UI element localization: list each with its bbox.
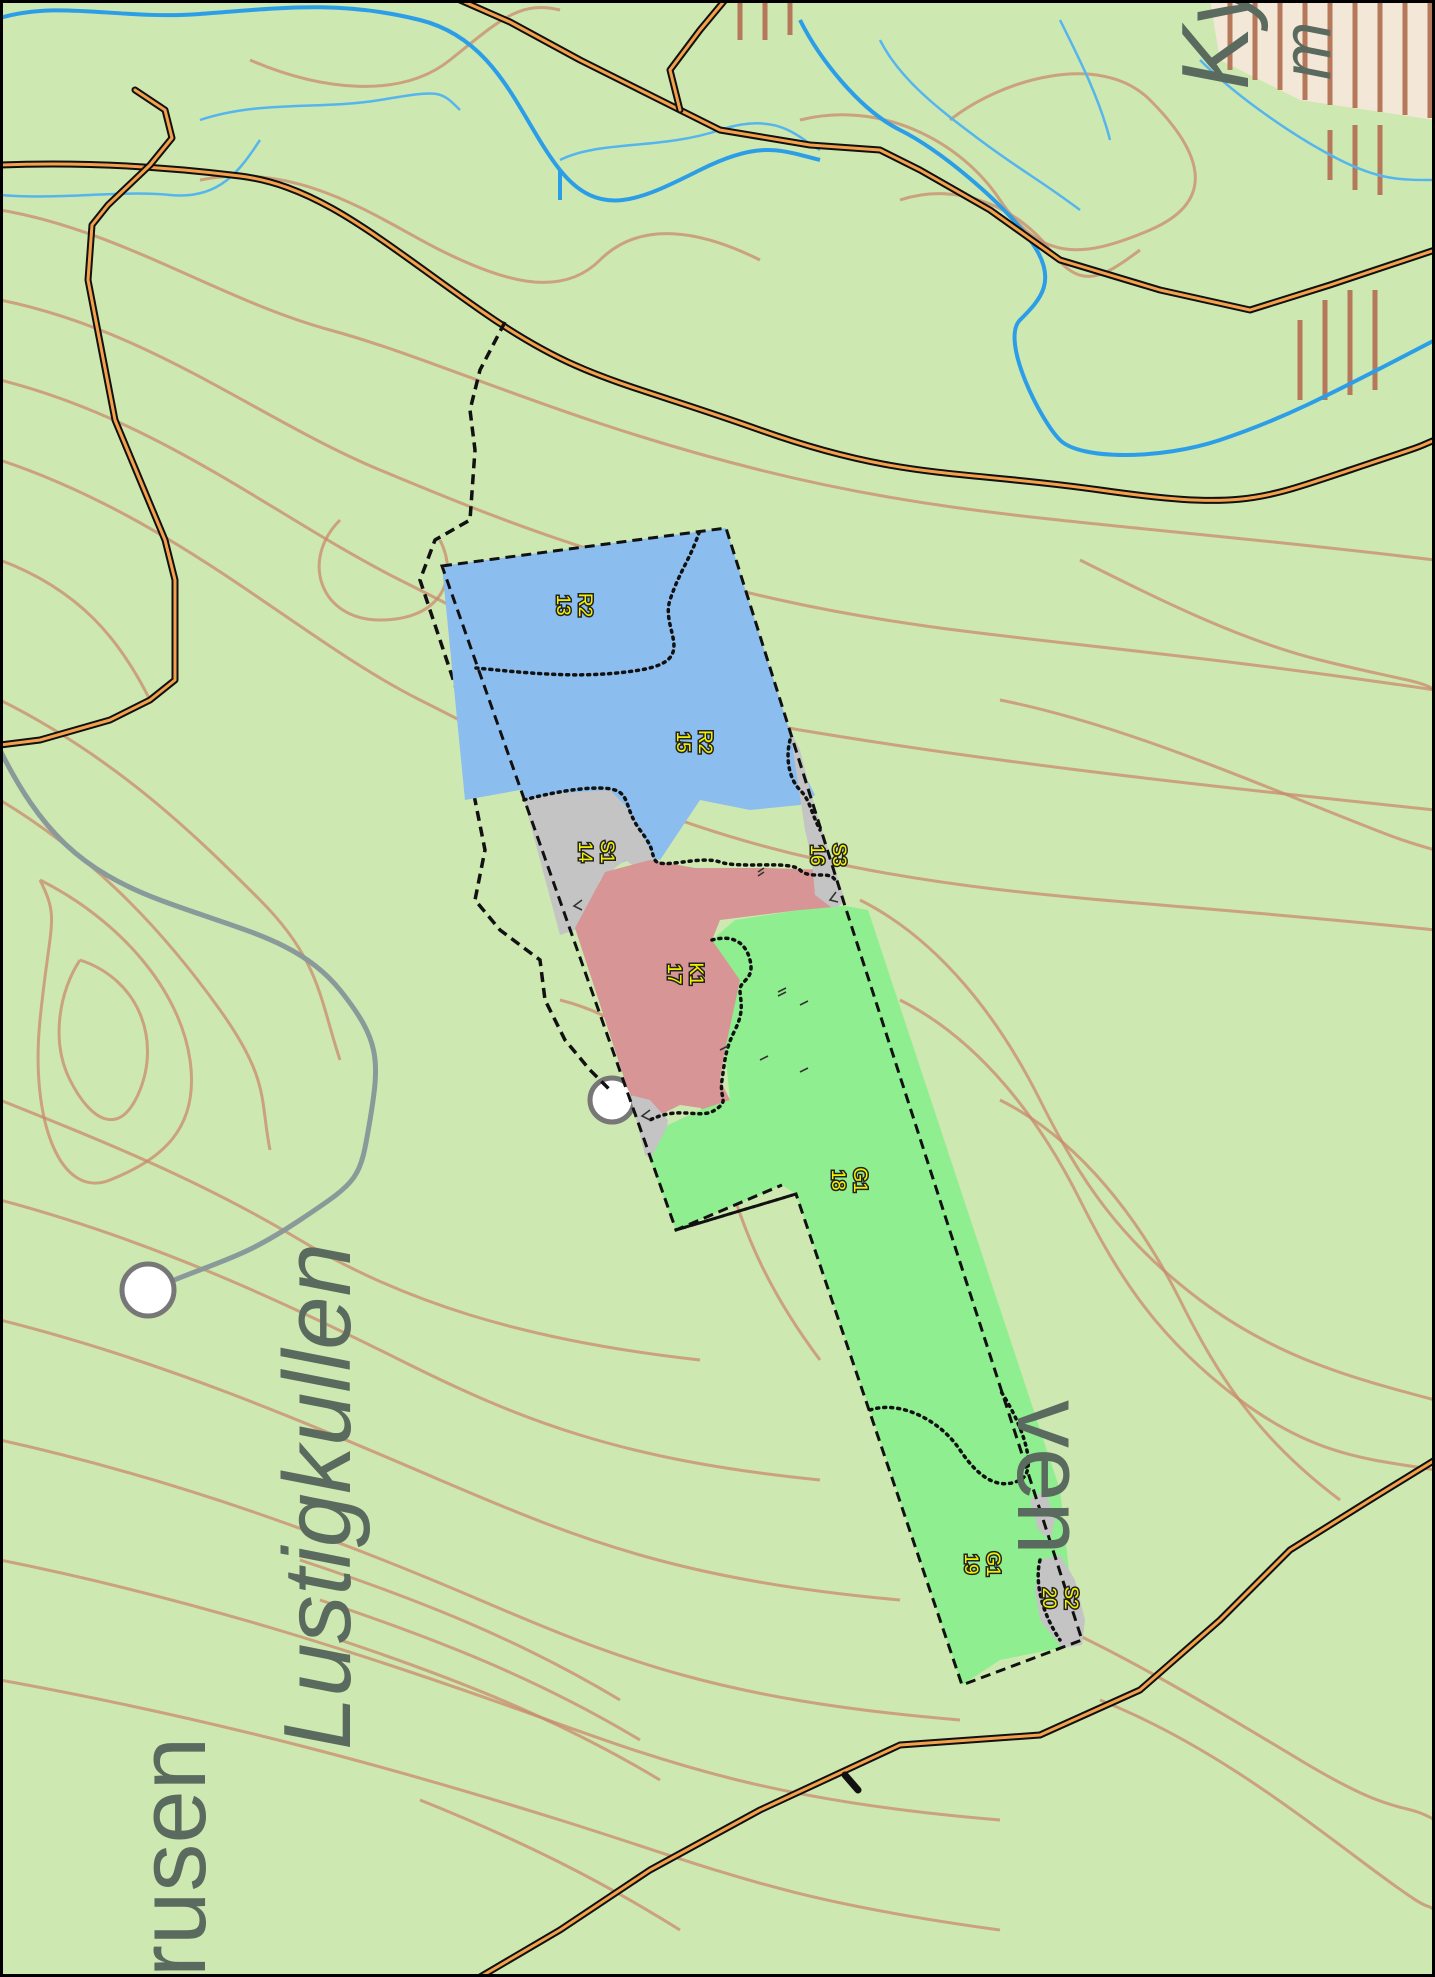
stand-13-15[interactable] bbox=[442, 528, 815, 870]
stand-18-id: 18 bbox=[827, 1169, 848, 1190]
stand-20-code: S2 bbox=[1060, 1586, 1081, 1609]
sub-border bbox=[474, 528, 702, 677]
stand-17-id: 17 bbox=[663, 963, 684, 984]
place-name-lustigkullen: Lustigkullen bbox=[264, 1243, 371, 1750]
hatched-area bbox=[737, 0, 1435, 400]
stand-14-code: S1 bbox=[596, 840, 617, 863]
place-names: Lustigkullen rusen ven Ky m bbox=[119, 0, 1345, 1977]
stand-15-code: R2 bbox=[694, 730, 715, 754]
point-marker[interactable] bbox=[119, 1261, 177, 1319]
parcel-border bbox=[439, 526, 1084, 1687]
stand-14-id: 14 bbox=[574, 841, 595, 863]
grey-path bbox=[0, 748, 379, 1293]
stand-20-id: 20 bbox=[1038, 1587, 1059, 1608]
place-name-ven: ven bbox=[997, 1400, 1104, 1555]
stand-16-id: 16 bbox=[806, 844, 827, 865]
place-name-rusen: rusen bbox=[119, 1737, 226, 1977]
stand-13-code: R2 bbox=[574, 593, 595, 617]
stand-20[interactable] bbox=[1035, 1555, 1085, 1648]
access-trail bbox=[418, 321, 612, 1092]
stand-17-code: K1 bbox=[685, 962, 706, 985]
stand-18-code: G1 bbox=[849, 1167, 870, 1192]
place-name-top-right: Ky bbox=[1162, 0, 1269, 90]
stand-17[interactable] bbox=[575, 860, 832, 1120]
marsh-symbols bbox=[572, 867, 839, 1121]
stand-labels: 13 R2 15 R2 14 S1 16 S3 17 K1 18 G1 19 G… bbox=[551, 591, 1083, 1611]
place-name-top-right-2: m bbox=[1267, 22, 1345, 80]
stand-18-19[interactable] bbox=[650, 906, 1082, 1685]
stand-19-id: 19 bbox=[960, 1553, 981, 1574]
stand-14[interactable] bbox=[524, 790, 655, 935]
stand-grey-edge[interactable] bbox=[1030, 1490, 1055, 1540]
stand-16-code: S3 bbox=[828, 843, 849, 866]
stand-15-id: 15 bbox=[672, 731, 693, 752]
stand-19-code: G1 bbox=[982, 1551, 1003, 1576]
parcel bbox=[439, 526, 1085, 1687]
stand-13-id: 13 bbox=[552, 594, 573, 615]
